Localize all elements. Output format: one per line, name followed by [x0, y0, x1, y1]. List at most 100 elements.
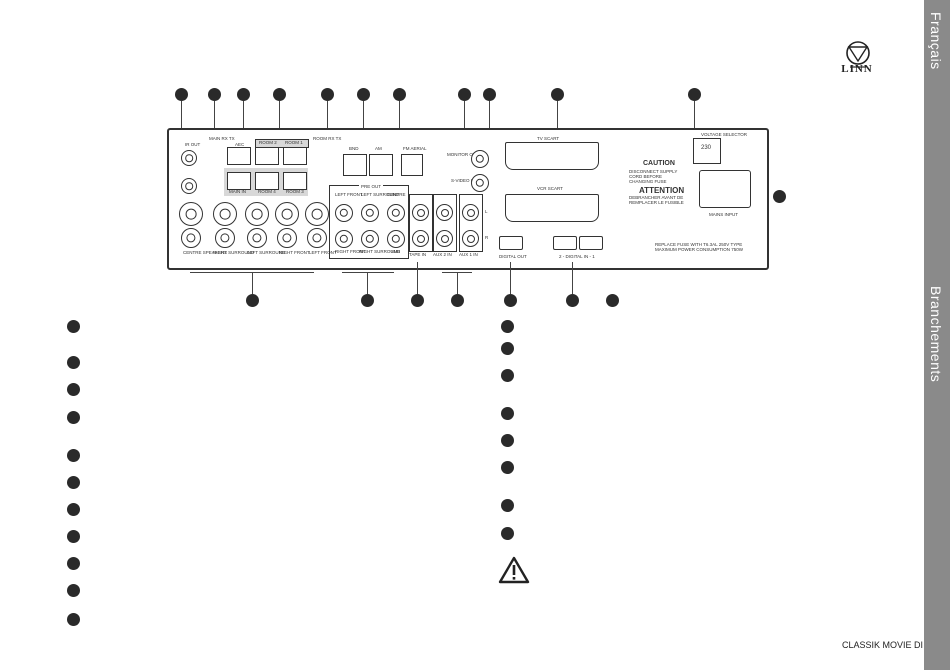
callout-leader: [510, 262, 511, 294]
right-front-speaker-label: RIGHT FRONT: [279, 250, 310, 255]
ir-out-jack-1[interactable]: [181, 150, 197, 166]
svideo-in-label: S-VIDEO IN: [451, 178, 476, 183]
tv-scart-label: TV SCART: [537, 136, 560, 141]
aux1-in-label: AUX 1 IN: [459, 252, 478, 257]
callout-bullet: [246, 294, 259, 307]
monitor-out-svideo-socket[interactable]: [471, 150, 489, 168]
left-front-speaker-jack-2[interactable]: [307, 228, 327, 248]
callout-leader: [181, 101, 182, 141]
callout-bullet: [361, 294, 374, 307]
callout-leader: [363, 101, 364, 151]
callout-leader: [214, 101, 215, 136]
room3-port[interactable]: [283, 172, 307, 190]
callout-leader: [417, 262, 418, 294]
pre-sub-label: SUB: [391, 249, 401, 254]
callout-bullet: [483, 88, 496, 101]
left-surround-speaker-jack[interactable]: [245, 202, 269, 226]
callout-leader: [464, 101, 465, 141]
aux2-in-r-jack[interactable]: [436, 230, 453, 247]
callout-bullet: [208, 88, 221, 101]
callout-leader: [457, 272, 458, 294]
list-item-bullet: [501, 342, 514, 355]
callout-bullet: [175, 88, 188, 101]
right-surround-speaker-jack[interactable]: [213, 202, 237, 226]
pre-left-surround-jack[interactable]: [361, 204, 379, 222]
pre-right-surround-jack[interactable]: [361, 230, 379, 248]
fm-aerial-socket[interactable]: [401, 154, 423, 176]
callout-leader: [252, 272, 253, 294]
attention-text: DEBRANCHER AVANT DE REMPLACER LE FUSIBLE: [629, 195, 684, 205]
callout-bullet: [321, 88, 334, 101]
callout-leader: [279, 101, 280, 143]
monitor-out-label: MONITOR OUT: [447, 152, 479, 157]
left-front-speaker-jack[interactable]: [305, 202, 329, 226]
digital-in-2-socket[interactable]: [553, 236, 577, 250]
voltage-value: 230: [701, 145, 712, 151]
left-surround-speaker-label: LEFT SURROUND: [247, 250, 286, 255]
callout-leader: [243, 101, 244, 143]
callout-bullet: [357, 88, 370, 101]
right-surround-speaker-jack-2[interactable]: [215, 228, 235, 248]
room1-port[interactable]: [283, 147, 307, 165]
warning-icon: [498, 556, 530, 584]
right-front-speaker-jack[interactable]: [275, 202, 299, 226]
left-surround-speaker-jack-2[interactable]: [247, 228, 267, 248]
ir-out-jack-2[interactable]: [181, 178, 197, 194]
callout-leader: [694, 101, 695, 133]
digital-out-label: DIGITAL OUT: [499, 254, 527, 259]
aec-label: AEC: [235, 142, 245, 147]
am-socket[interactable]: [369, 154, 393, 176]
aux1-in-r-jack[interactable]: [462, 230, 479, 247]
aec-port[interactable]: [227, 147, 251, 165]
linn-logo-icon: [846, 41, 870, 68]
pre-left-front-label: LEFT FRONT: [335, 192, 363, 197]
right-front-speaker-jack-2[interactable]: [277, 228, 297, 248]
callout-bullet: [458, 88, 471, 101]
aux2-in-l-jack[interactable]: [436, 204, 453, 221]
vcr-scart-label: VCR SCART: [537, 186, 563, 191]
room2-label: ROOM 2: [259, 140, 277, 145]
aux1-in-l-jack[interactable]: [462, 204, 479, 221]
pre-left-surround-label: LEFT SURROUND: [361, 192, 400, 197]
callout-leader: [367, 272, 368, 294]
list-item-bullet: [67, 584, 80, 597]
room-rx-tx-label: ROOM RX TX: [313, 136, 342, 141]
centre-speaker-jack-2[interactable]: [181, 228, 201, 248]
tape-in-label: TAPE IN: [409, 252, 427, 257]
vcr-scart-socket[interactable]: [505, 194, 599, 222]
tape-in-r-jack[interactable]: [412, 230, 429, 247]
pre-left-front-jack[interactable]: [335, 204, 353, 222]
list-item-bullet: [67, 356, 80, 369]
caution-title: CAUTION: [643, 160, 675, 167]
main-rx-tx-label: MAIN RX TX: [209, 136, 235, 141]
list-item-bullet: [501, 527, 514, 540]
list-item-bullet: [67, 320, 80, 333]
main-in-port[interactable]: [227, 172, 251, 190]
mains-input-socket[interactable]: [699, 170, 751, 208]
pre-right-front-jack[interactable]: [335, 230, 353, 248]
digital-in-1-socket[interactable]: [579, 236, 603, 250]
pre-centre-jack[interactable]: [387, 204, 405, 222]
voltage-selector-switch[interactable]: [693, 138, 721, 164]
tape-in-group: [409, 194, 433, 252]
room4-port[interactable]: [255, 172, 279, 190]
digital-in-label: 2 - DIGITAL IN - 1: [559, 254, 595, 259]
pre-right-front-label: RIGHT FRONT: [335, 249, 366, 254]
list-item-bullet: [67, 411, 80, 424]
centre-speaker-jack[interactable]: [179, 202, 203, 226]
footer-model: CLASSIK MOVIE DI: [842, 640, 924, 650]
pre-sub-jack[interactable]: [387, 230, 405, 248]
list-item-bullet: [501, 434, 514, 447]
digital-out-socket[interactable]: [499, 236, 523, 250]
list-item-bullet: [501, 369, 514, 382]
tape-in-l-jack[interactable]: [412, 204, 429, 221]
attention-title: ATTENTION: [639, 186, 685, 195]
callout-bullet: [411, 294, 424, 307]
callout-bullet: [393, 88, 406, 101]
svideo-in-socket[interactable]: [471, 174, 489, 192]
callout-leader: [557, 101, 558, 139]
tv-scart-socket[interactable]: [505, 142, 599, 170]
list-item-bullet: [501, 320, 514, 333]
room2-port[interactable]: [255, 147, 279, 165]
bnd-socket[interactable]: [343, 154, 367, 176]
